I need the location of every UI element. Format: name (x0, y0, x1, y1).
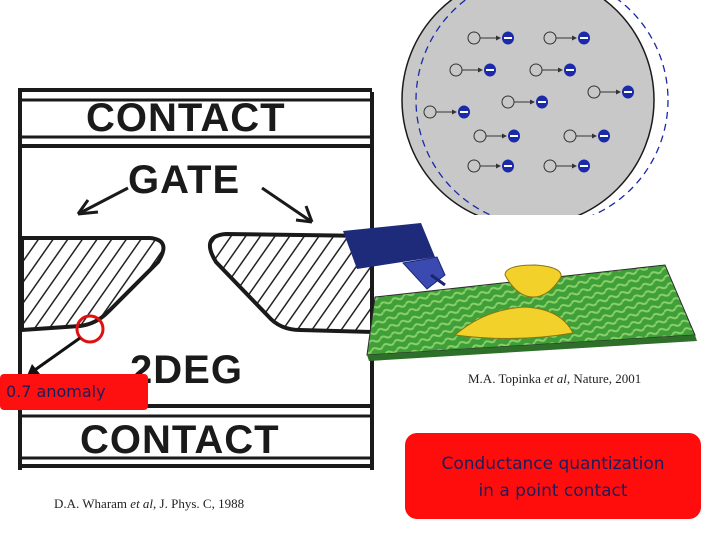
gate-label: GATE (128, 158, 241, 202)
gate-bottom (453, 306, 574, 340)
wharam-citation: D.A. Wharam et al, J. Phys. C, 1988 (54, 496, 244, 512)
topinka-citation: M.A. Topinka et al, Nature, 2001 (468, 371, 641, 387)
shift-arrowhead (502, 133, 507, 139)
shift-arrowhead (478, 67, 483, 73)
shift-arrowhead (616, 89, 621, 95)
afm-cantilever (343, 223, 435, 269)
shift-arrowhead (452, 109, 457, 115)
shift-arrowhead (496, 35, 501, 41)
conductance-line-1: Conductance quantization (441, 454, 665, 474)
gate-top (504, 264, 562, 298)
right-gate (207, 231, 374, 335)
anomaly-label-text: 0.7 anomaly (6, 382, 106, 401)
shift-arrowhead (496, 163, 501, 169)
wharam-journal: , J. Phys. C, 1988 (153, 496, 245, 511)
afm-tip (402, 256, 446, 290)
contact-bottom-label: CONTACT (80, 418, 280, 462)
topinka-author: M.A. Topinka (468, 371, 545, 386)
topinka-image (343, 223, 697, 361)
conductance-label: Conductance quantization in a point cont… (405, 433, 701, 519)
shift-arrowhead (572, 35, 577, 41)
topinka-etal: et al (544, 371, 567, 386)
anomaly-marker-circle (75, 314, 105, 344)
shift-arrowhead (592, 133, 597, 139)
anomaly-pointer-arrow (31, 336, 81, 374)
conductance-line-2: in a point contact (478, 481, 628, 501)
fermi-disk (401, 0, 655, 215)
shift-arrowhead (558, 67, 563, 73)
wharam-etal: et al (130, 496, 154, 511)
gate-arrows (76, 186, 314, 224)
fermi-disk-diagram (401, 0, 669, 215)
qpc-schematic (18, 88, 374, 470)
wharam-author: D.A. Wharam (54, 496, 131, 511)
shifted-fermi-disk (415, 0, 669, 215)
topinka-journal: , Nature, 2001 (566, 371, 642, 386)
twodeg-label: 2DEG (130, 348, 243, 392)
shift-arrowhead (572, 163, 577, 169)
contact-top-label: CONTACT (86, 96, 286, 140)
shift-arrowhead (530, 99, 535, 105)
left-gate (20, 236, 166, 333)
anomaly-label: 0.7 anomaly (0, 374, 148, 410)
